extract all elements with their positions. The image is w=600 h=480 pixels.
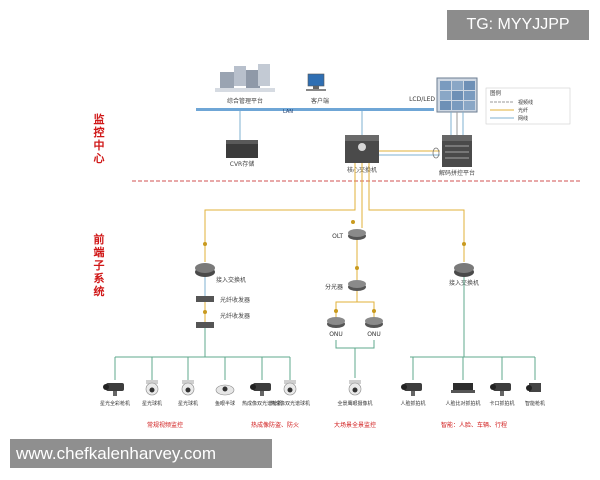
legend: 图例 视频线 光纤 网线 (485, 87, 571, 125)
camera-2-icon (145, 357, 159, 396)
cvr-label: CVR存储 (230, 160, 254, 168)
onu-to-panorama (335, 340, 375, 349)
camera-10-icon (490, 357, 511, 396)
video-wall-icon (436, 77, 478, 113)
fiber-node-4 (355, 266, 359, 270)
camera-5-label: 热成像双光谱枪机 (242, 400, 282, 407)
fiber-tx-label: 光纤收发器 (220, 296, 250, 304)
section-label-center: 监控中心 (93, 113, 105, 165)
camera-11-icon (526, 357, 541, 392)
camera-7-label: 全景鹰眼摄像机 (337, 400, 372, 407)
camera-4-label: 鱼眼半球 (215, 400, 235, 407)
camera-5-icon (250, 357, 271, 396)
fiber-transceiver-1-icon (196, 296, 214, 302)
group-label-4: 智能：人脸、车辆、行程 (441, 421, 507, 429)
camera-2-label: 星光球机 (142, 400, 162, 407)
legend-title: 图例 (490, 89, 502, 97)
legend-label-net: 网线 (518, 115, 528, 122)
camera-3-icon (181, 357, 195, 396)
splitter-branches (335, 301, 375, 318)
fiber-left-trunk (204, 163, 356, 262)
legend-label-video: 视频线 (518, 99, 533, 106)
camera-group: 星光全彩枪机 星光球机 星光球机 鱼眼半球热成像双光谱枪机热成像双光谱球机 全景鹰眼摄像… (100, 357, 545, 407)
olt-icon (348, 229, 366, 240)
camera-6-label: 热成像双光谱球机 (270, 400, 310, 407)
fiber-node-5 (203, 310, 207, 314)
section-label-front: 前端子系统 (93, 233, 105, 298)
lan-label: LAN (283, 109, 293, 115)
camera-11-label: 智能枪机 (525, 400, 545, 407)
platform-label: 综合管理平台 (227, 97, 263, 105)
camera-1-label: 星光全彩枪机 (100, 400, 130, 407)
fiber-transceiver-2-icon (196, 322, 214, 328)
group-label-1: 常规视频监控 (147, 421, 183, 429)
camera-9-label: 人脸比对抓拍机 (445, 400, 480, 407)
watermark-url: www.chefkalenharvey.com (10, 439, 272, 468)
access-switch-right-icon (454, 263, 474, 277)
camera-7-icon (348, 380, 362, 396)
camera-1-icon (103, 357, 124, 396)
lan-bus (196, 108, 434, 111)
display-label: LCD/LED (409, 96, 435, 103)
access-switch-left-icon (195, 263, 215, 277)
fiber-node-2 (351, 220, 355, 224)
fiber-rx-label: 光纤收发器 (220, 312, 250, 320)
olt-label: OLT (332, 233, 343, 240)
onu-right-icon (365, 317, 383, 328)
watermark-tg: TG: MYYJJPP (447, 10, 589, 40)
access-switch-left-label: 接入交换机 (216, 276, 246, 284)
camera-6-icon (283, 357, 297, 396)
camera-4-icon (215, 357, 235, 396)
onu-left-icon (327, 317, 345, 328)
cable-coil (432, 147, 440, 159)
cvr-storage-icon (226, 140, 258, 158)
camera-10-label: 卡口抓拍机 (489, 400, 514, 407)
fiber-node-3 (462, 242, 466, 246)
group-label-3: 大场景全景监控 (334, 421, 376, 429)
decoder-platform-icon (442, 135, 472, 167)
decoder-platform-label: 解码拼控平台 (439, 169, 475, 177)
group-label-2: 热成像防盗、防火 (251, 421, 299, 429)
fiber-right-trunk (368, 163, 465, 262)
onu-right-label: ONU (367, 331, 381, 338)
client-pc-icon (306, 73, 326, 91)
camera-8-icon (401, 357, 422, 396)
splitter-label: 分光器 (325, 283, 343, 291)
fiber-node-6 (334, 309, 338, 313)
camera-9-icon (451, 357, 475, 393)
splitter-icon (348, 280, 366, 291)
onu-left-label: ONU (329, 331, 343, 338)
fiber-node-1 (203, 242, 207, 246)
platform-servers-icon (215, 64, 275, 92)
fiber-node-7 (372, 309, 376, 313)
client-label: 客户端 (311, 97, 329, 105)
camera-8-label: 人脸抓拍机 (400, 400, 425, 407)
core-switch-icon (345, 135, 379, 163)
legend-label-fiber: 光纤 (518, 107, 528, 114)
camera-3-label: 星光球机 (178, 400, 198, 407)
